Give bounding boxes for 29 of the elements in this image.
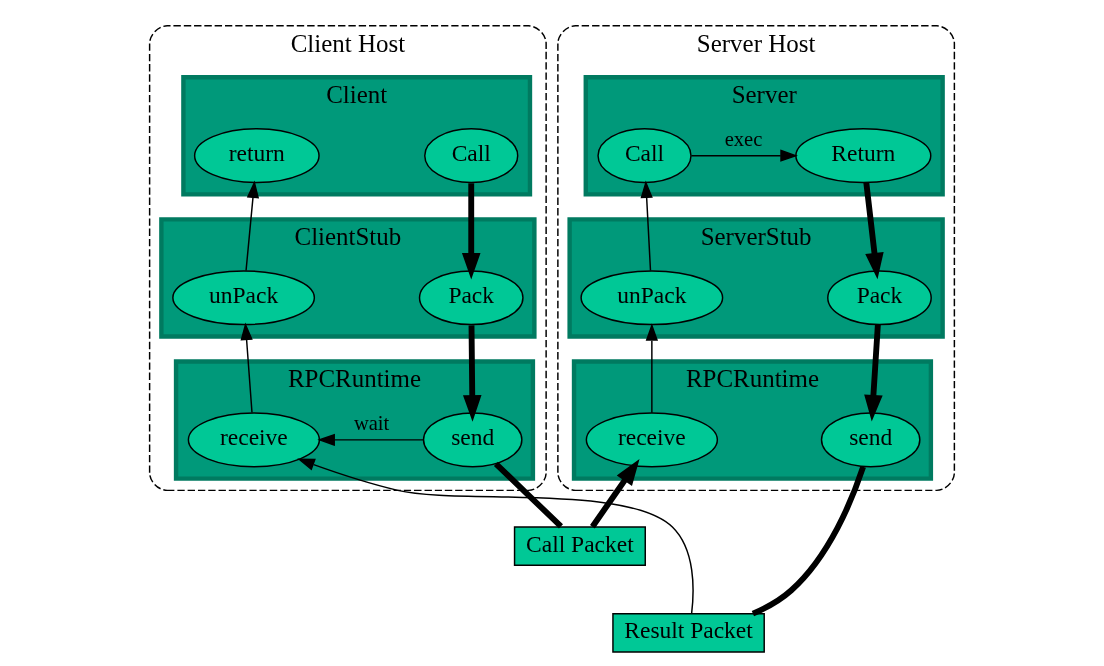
node-ellipse: return	[193, 128, 320, 184]
node-ellipse: receive	[187, 412, 321, 468]
node-ellipse: unPack	[172, 270, 316, 326]
edge-label: exec	[724, 127, 763, 150]
arrow	[590, 459, 640, 529]
node-ellipse: Call	[424, 128, 519, 184]
arrow	[297, 458, 694, 615]
arrow	[245, 180, 260, 272]
edge-label: wait	[353, 411, 390, 434]
node-ellipse: Call	[597, 128, 692, 184]
node-ellipse: Pack	[827, 270, 932, 326]
arrow	[461, 183, 481, 280]
arrow	[240, 322, 253, 414]
node-ellipse: Pack	[418, 270, 524, 326]
node-box: Result Packet	[612, 613, 765, 653]
arrow	[645, 323, 659, 414]
node-ellipse: unPack	[580, 270, 724, 326]
node-ellipse: receive	[585, 412, 719, 468]
node-ellipse: Return	[795, 128, 932, 184]
arrow	[690, 149, 798, 162]
arrow	[864, 324, 883, 422]
arrow	[640, 180, 653, 272]
node-ellipse: send	[422, 412, 523, 468]
arrow	[462, 325, 482, 422]
arrow	[317, 433, 425, 447]
node-box: Call Packet	[513, 526, 646, 566]
node-ellipse: send	[820, 412, 921, 468]
connector	[751, 465, 866, 617]
arrow	[863, 182, 884, 280]
